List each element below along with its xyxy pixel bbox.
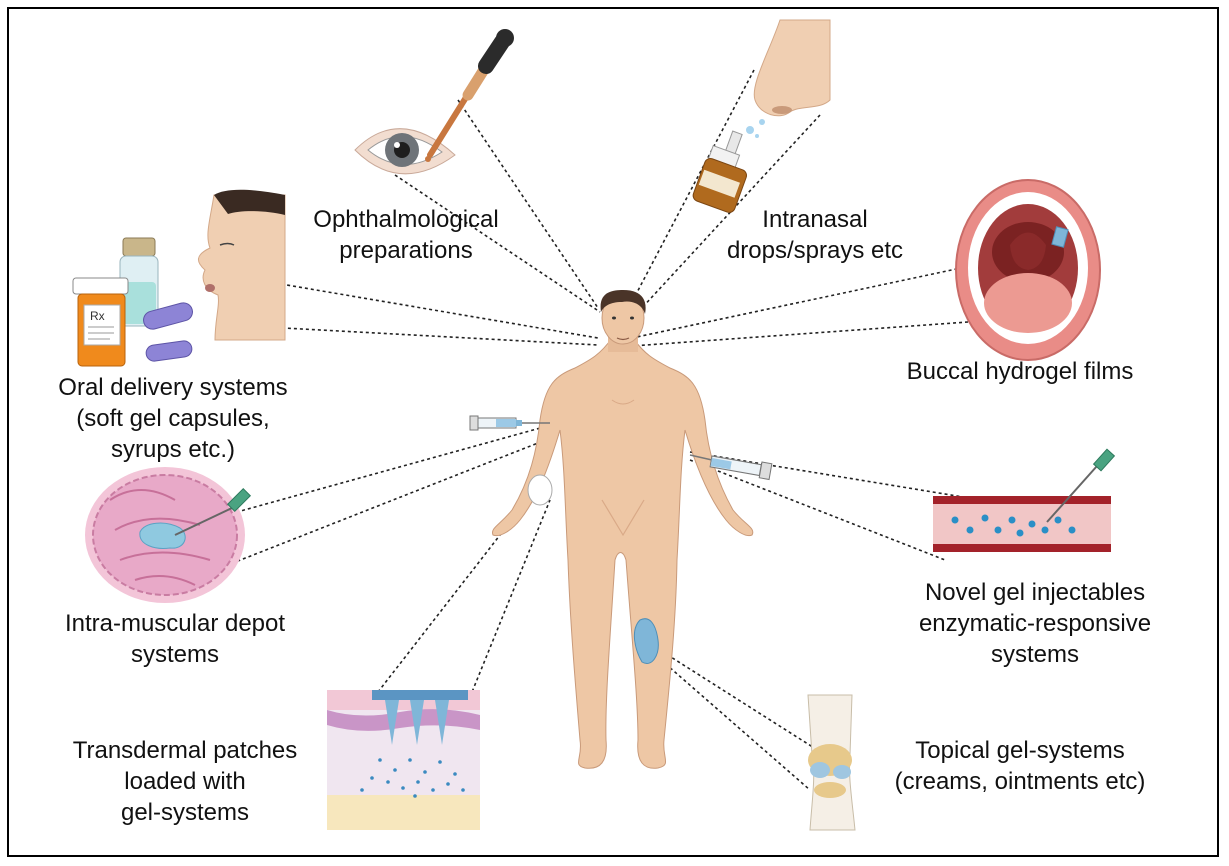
connector-buccal-bottom xyxy=(632,322,968,346)
muscle-tissue-icon xyxy=(85,467,250,603)
knee-icon xyxy=(808,695,855,830)
skin-patch-icon xyxy=(327,690,480,830)
label-topical: Topical gel-systems(creams, ointments et… xyxy=(870,735,1170,797)
connector-vessel-top xyxy=(690,452,963,497)
connector-knee-top xyxy=(652,645,830,758)
label-buccal: Buccal hydrogel films xyxy=(870,356,1170,387)
human-figure-icon xyxy=(492,290,752,768)
blood-vessel-icon xyxy=(933,449,1114,552)
rx-label: Rx xyxy=(90,309,105,323)
connector-buccal-top xyxy=(632,265,975,338)
eye-dropper-icon xyxy=(355,29,514,174)
connector-knee-bottom xyxy=(652,652,810,790)
nose-spray-icon xyxy=(691,20,830,214)
face-pills-icon: Rx xyxy=(73,190,285,366)
label-oral: Oral delivery systems(soft gel capsules,… xyxy=(28,372,318,465)
open-mouth-icon xyxy=(956,180,1100,360)
